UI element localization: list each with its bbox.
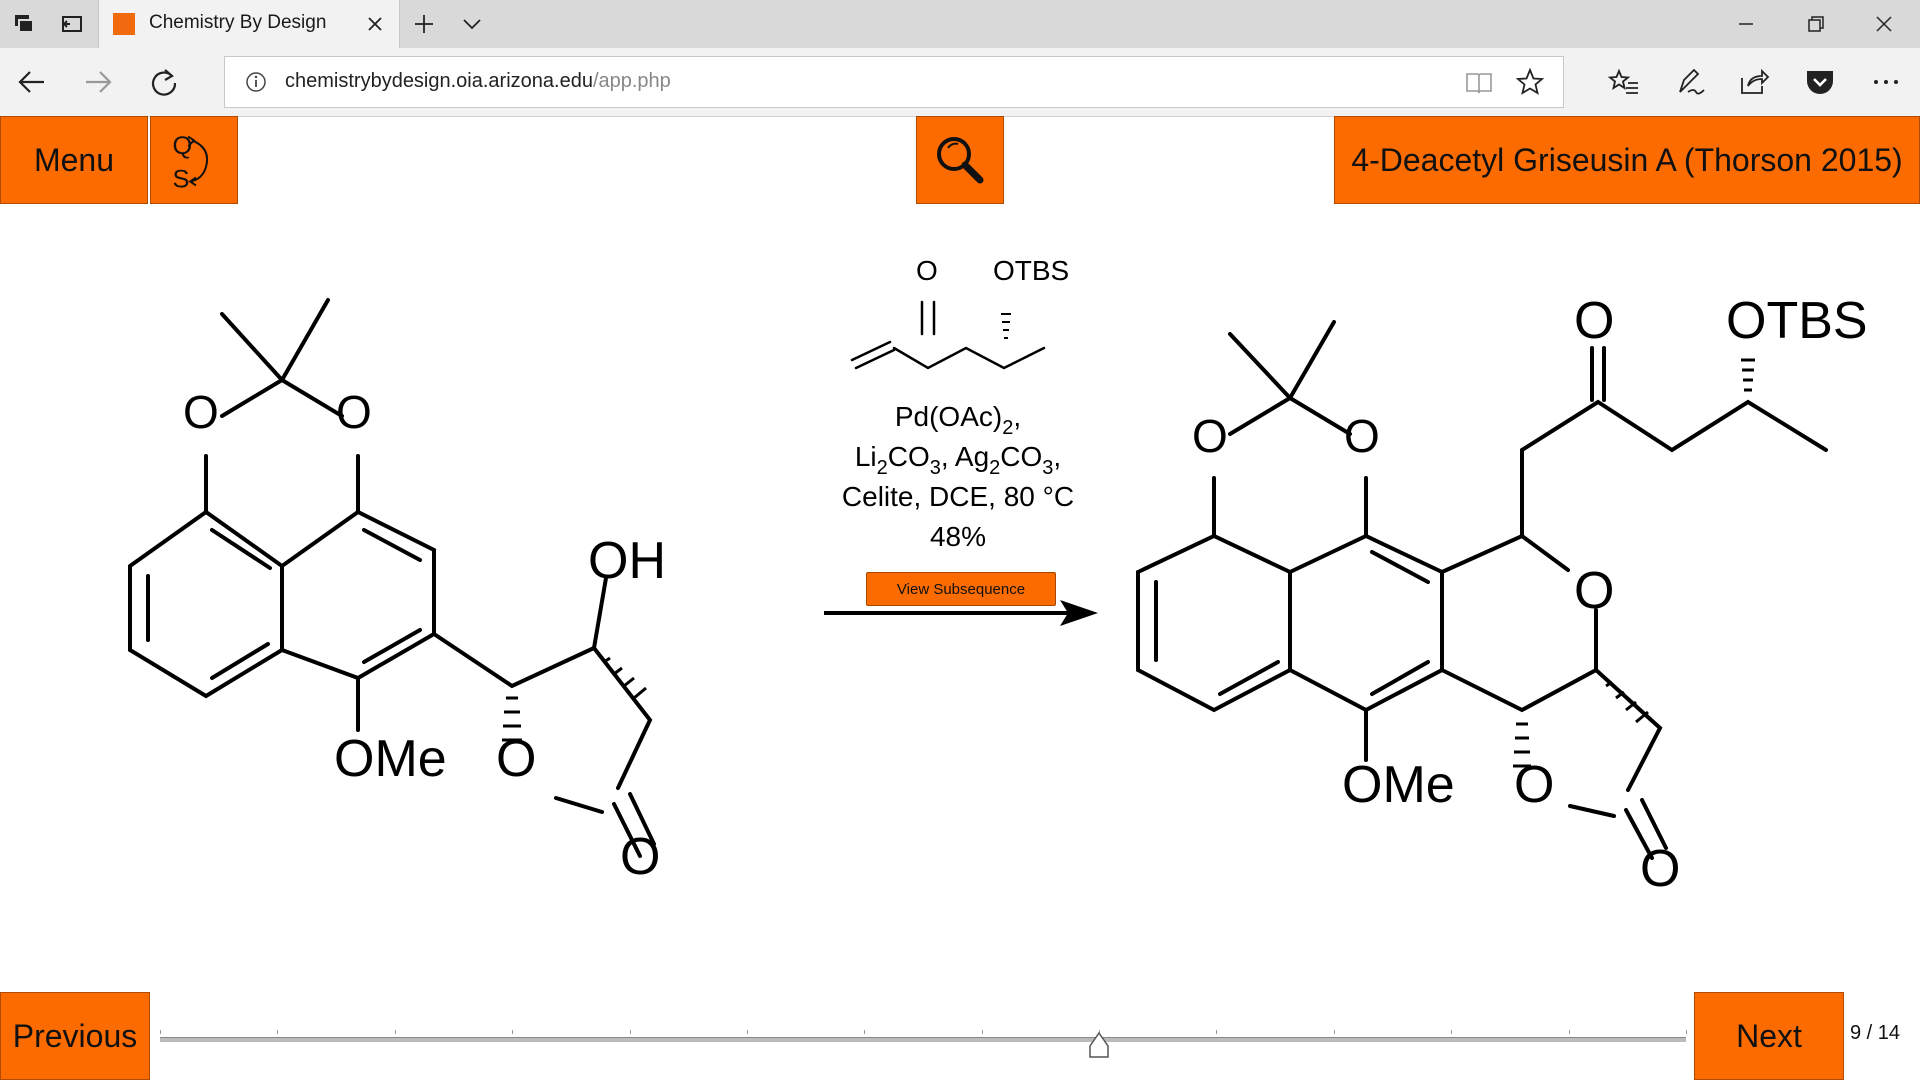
slider-tick <box>512 1030 514 1034</box>
sm-hydroxyl-label: OH <box>588 532 666 590</box>
chevron-down-icon[interactable] <box>458 10 486 38</box>
pocket-icon[interactable] <box>1804 66 1836 98</box>
pr-lactone-ring-oxygen: O <box>1514 756 1554 814</box>
address-bar[interactable]: chemistrybydesign.oia.arizona.edu/app.ph… <box>224 56 1564 108</box>
step-slider[interactable] <box>160 1022 1687 1062</box>
reaction-conditions: Celite, DCE, 80 °C <box>842 481 1074 512</box>
slider-tick <box>746 1030 748 1034</box>
sm-lactone-ring-oxygen: O <box>496 730 536 788</box>
slider-tick <box>629 1030 631 1034</box>
forward-arrow-icon[interactable] <box>82 66 114 98</box>
browser-toolbar: chemistrybydesign.oia.arizona.edu/app.ph… <box>0 48 1920 117</box>
reaction-scheme: O O OH OMe O O O OTBS Pd(OAc)2, Li2CO3, … <box>128 255 1868 898</box>
menu-button[interactable]: Menu <box>0 116 148 204</box>
reagent-line-2: Li2CO3, Ag2CO3, <box>855 441 1061 479</box>
pr-otbs-label: OTBS <box>1726 292 1868 350</box>
share-icon[interactable] <box>1738 66 1770 98</box>
slider-track[interactable] <box>160 1037 1686 1042</box>
url-host: chemistrybydesign.oia.arizona.edu <box>285 70 593 92</box>
pr-ketone-oxygen: O <box>1574 292 1614 350</box>
pen-notes-icon[interactable] <box>1674 66 1706 98</box>
qs-top-letter: Q <box>173 132 193 160</box>
search-button[interactable] <box>916 116 1004 204</box>
slider-tick <box>1099 1030 1101 1034</box>
slider-tick <box>277 1030 279 1034</box>
qs-bottom-letter: S <box>173 165 190 193</box>
tabs-aside-icon[interactable] <box>58 10 86 38</box>
slider-tick <box>1686 1030 1687 1034</box>
back-arrow-icon[interactable] <box>16 66 48 98</box>
slider-tick <box>394 1030 396 1034</box>
site-favicon-icon <box>113 13 135 35</box>
next-button[interactable]: Next <box>1694 992 1844 1080</box>
minimize-icon[interactable] <box>1732 10 1760 38</box>
sm-acetonide-oxygen-2: O <box>336 386 372 438</box>
favorites-list-icon[interactable] <box>1608 66 1640 98</box>
close-window-icon[interactable] <box>1870 10 1898 38</box>
page-counter: 9 / 14 <box>1850 1022 1901 1044</box>
reaction-arrow <box>824 600 1098 626</box>
pr-carbonyl-oxygen: O <box>1640 840 1680 898</box>
sm-acetonide-oxygen-1: O <box>183 386 219 438</box>
search-icon <box>937 137 984 184</box>
new-tab-icon[interactable] <box>410 10 438 38</box>
reaction-yield: 48% <box>930 521 986 552</box>
qs-switch-icon: Q S <box>173 132 209 193</box>
slider-tick <box>1451 1030 1453 1034</box>
slider-thumb[interactable] <box>1089 1031 1109 1058</box>
slider-tick <box>1216 1030 1218 1034</box>
url-path: /app.php <box>592 70 671 92</box>
browser-tab-bar: Chemistry By Design <box>0 0 1920 48</box>
slider-tick <box>1568 1030 1570 1034</box>
view-subsequence-button[interactable]: View Subsequence <box>866 572 1056 606</box>
favorite-star-icon[interactable] <box>1515 67 1545 97</box>
tab-manager-icon[interactable] <box>10 10 38 38</box>
close-tab-icon[interactable] <box>363 12 387 36</box>
restore-icon[interactable] <box>1802 10 1830 38</box>
more-options-icon[interactable] <box>1870 66 1902 98</box>
pr-pyran-oxygen: O <box>1574 562 1614 620</box>
slider-tick <box>864 1030 866 1034</box>
quick-switch-button[interactable]: Q S <box>150 116 238 204</box>
pr-acetonide-oxygen-2: O <box>1344 410 1380 462</box>
reagent-ketone-oxygen: O <box>916 255 938 286</box>
refresh-icon[interactable] <box>148 66 180 98</box>
info-icon[interactable] <box>245 71 267 93</box>
sm-methoxy-label: OMe <box>334 730 447 788</box>
pr-acetonide-oxygen-1: O <box>1192 410 1228 462</box>
slider-tick <box>1333 1030 1335 1034</box>
pr-methoxy-label: OMe <box>1342 756 1455 814</box>
url-text: chemistrybydesign.oia.arizona.edu/app.ph… <box>285 70 671 93</box>
synthesis-title-button[interactable]: 4-Deacetyl Griseusin A (Thorson 2015) <box>1334 116 1920 204</box>
slider-tick <box>981 1030 983 1034</box>
reagent-otbs-label: OTBS <box>993 255 1069 286</box>
previous-button[interactable]: Previous <box>0 992 150 1080</box>
tab-title: Chemistry By Design <box>149 12 327 33</box>
slider-tick <box>160 1030 161 1034</box>
sm-carbonyl-oxygen: O <box>620 828 660 886</box>
reagent-line-1: Pd(OAc)2, <box>895 401 1021 439</box>
reading-view-icon[interactable] <box>1465 69 1493 97</box>
active-tab[interactable]: Chemistry By Design <box>98 0 400 48</box>
